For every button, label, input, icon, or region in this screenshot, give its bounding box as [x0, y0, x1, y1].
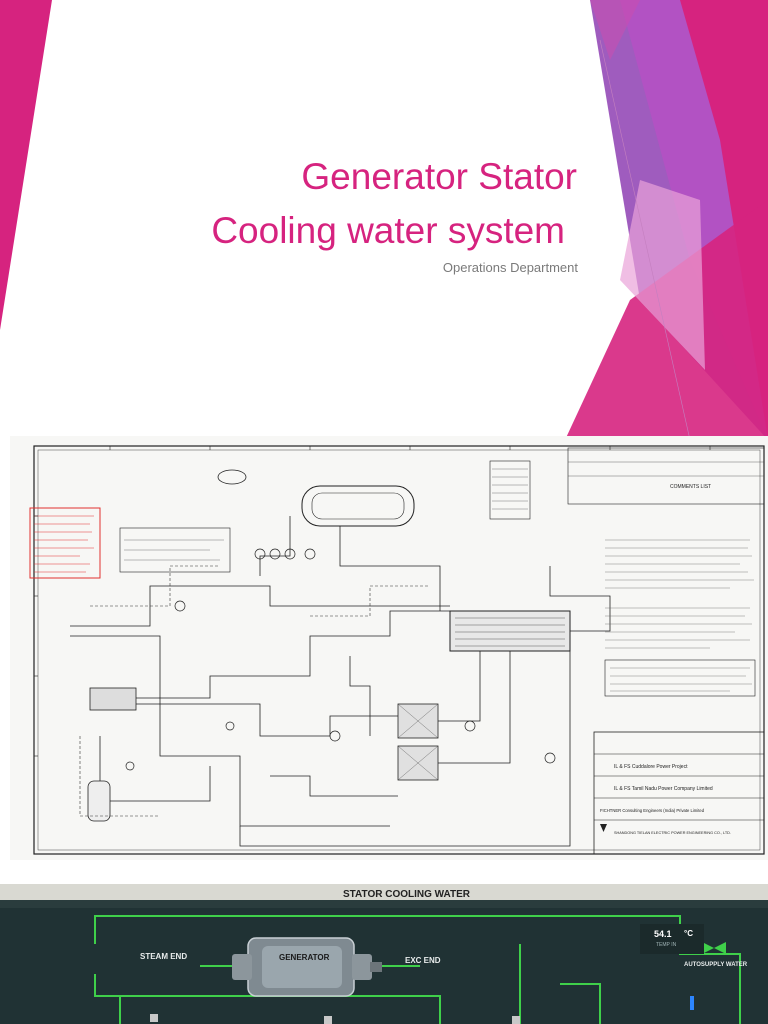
generator-block: [89, 687, 137, 711]
pid-drawing: COMMENTS LIST IL & FS Cuddalore Power Pr…: [10, 436, 768, 860]
slide-decoration: [0, 0, 768, 441]
contractor-logo-icon: [600, 824, 607, 832]
temperature-value: 54.1: [654, 929, 672, 939]
slide-subtitle: Operations Department: [442, 260, 578, 275]
hmi-panel: STATOR COOLING WATER GENERATOR STEAM END…: [0, 884, 768, 1024]
consultant-line: FICHTNER Consulting Engineers (India) Pr…: [600, 808, 705, 813]
left-accent-strip: [0, 0, 52, 330]
hmi-title: STATOR COOLING WATER: [343, 889, 471, 900]
right-shard-magenta: [680, 0, 768, 440]
steam-end-label: STEAM END: [140, 952, 188, 961]
project-line-2: IL & FS Tamil Nadu Power Company Limited: [614, 786, 713, 792]
temperature-unit: °C: [684, 929, 693, 938]
hmi-canvas: [0, 884, 768, 1024]
title-slide: Generator Stator Cooling water system Op…: [0, 0, 768, 441]
title-block: [593, 731, 765, 855]
autosupply-valve-icon: [702, 942, 714, 954]
comments-list-label: COMMENTS LIST: [670, 484, 711, 490]
pid-drawing-canvas: COMMENTS LIST IL & FS Cuddalore Power Pr…: [10, 436, 768, 860]
water-tank: [301, 485, 415, 527]
drawing-border: [33, 445, 765, 855]
heat-exchanger-1: [449, 610, 571, 652]
slide-title-line-1: Generator Stator: [301, 156, 577, 197]
shard-line: [599, 39, 691, 441]
exc-end-label: EXC END: [405, 956, 441, 965]
level-indicator: [690, 996, 694, 1010]
generator-label: GENERATOR: [279, 953, 330, 962]
contractor-line: SHANDONG TIELAN ELECTRIC POWER ENGINEERI…: [614, 831, 731, 835]
red-stamp-box: [29, 507, 101, 579]
project-line-1: IL & FS Cuddalore Power Project: [614, 764, 688, 770]
slide-title-line-2: Cooling water system: [211, 210, 565, 251]
right-shard-light: [620, 180, 705, 370]
pipe-network: [70, 516, 611, 847]
right-shard-top: [590, 0, 640, 60]
temperature-tag: TEMP IN: [656, 942, 677, 948]
autosupply-label: AUTOSUPPLY WATER: [684, 962, 748, 968]
